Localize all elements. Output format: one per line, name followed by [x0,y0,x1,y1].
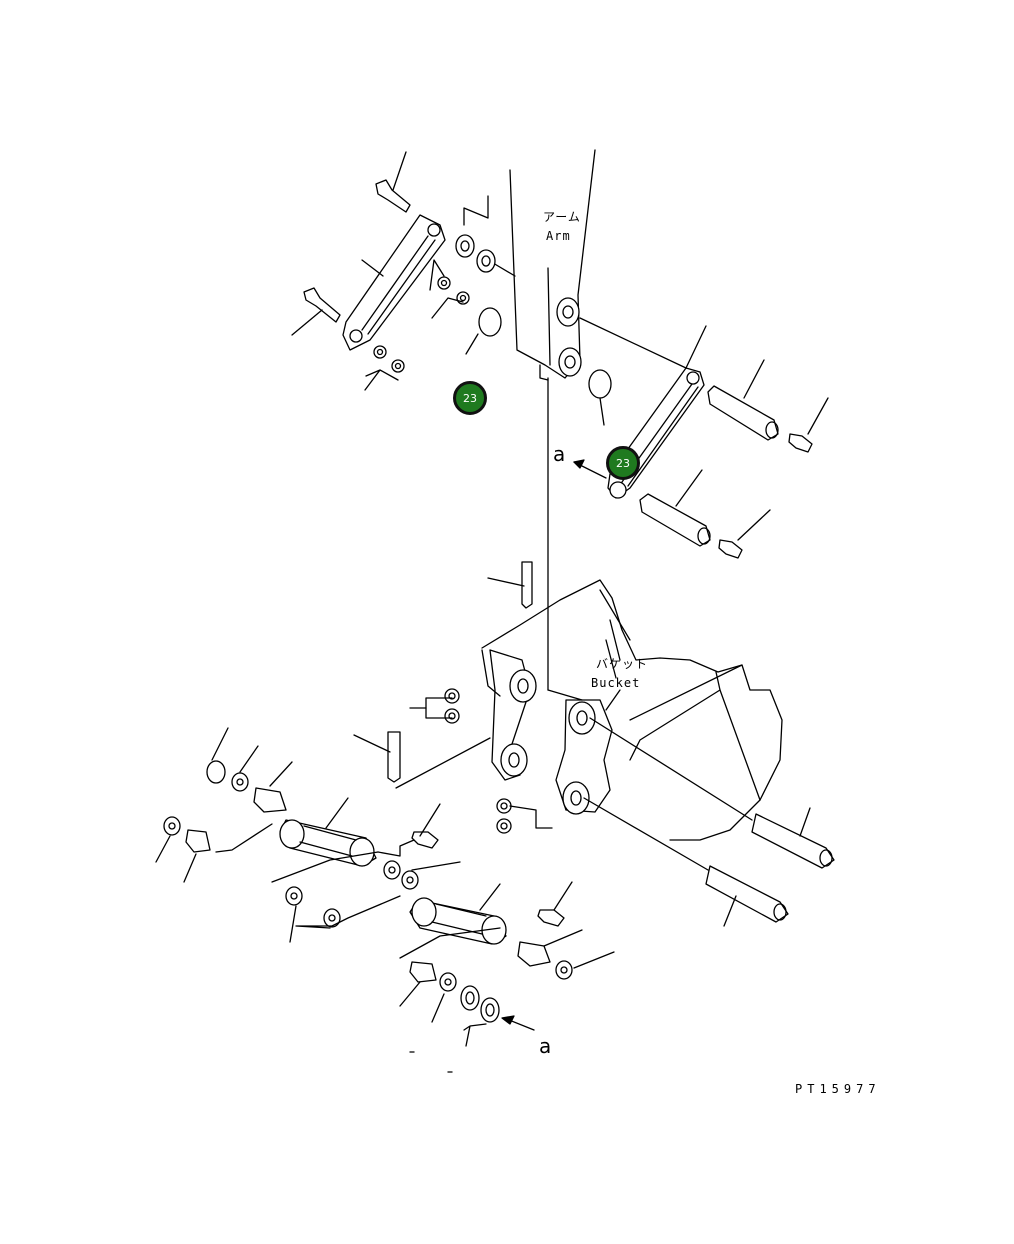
arm-assembly [487,149,596,381]
arm-label-en: Arm [546,229,571,243]
leader-lines-lower [155,727,615,1073]
callout-number: 23 [616,456,630,470]
drawing-code: PT15977 [795,1082,881,1096]
bucket-label-jp: バケット [596,657,649,671]
view-mark-upper: a [553,442,566,466]
leader-lines-bucket [353,577,811,927]
callout-marker-23-lower[interactable]: 23 [606,446,640,480]
leader-lines-upper-left [291,151,489,391]
left-link [303,179,502,373]
callout-number: 23 [463,391,477,405]
leader-lines-upper-right [573,325,829,541]
bucket-label-en: Bucket [591,676,641,690]
right-link [579,317,813,559]
bucket-assembly [387,561,835,923]
lower-parts [163,760,573,1023]
view-mark-lower: a [539,1034,552,1058]
callout-marker-23-upper[interactable]: 23 [453,381,487,415]
arm-label-jp: アーム [543,210,581,224]
